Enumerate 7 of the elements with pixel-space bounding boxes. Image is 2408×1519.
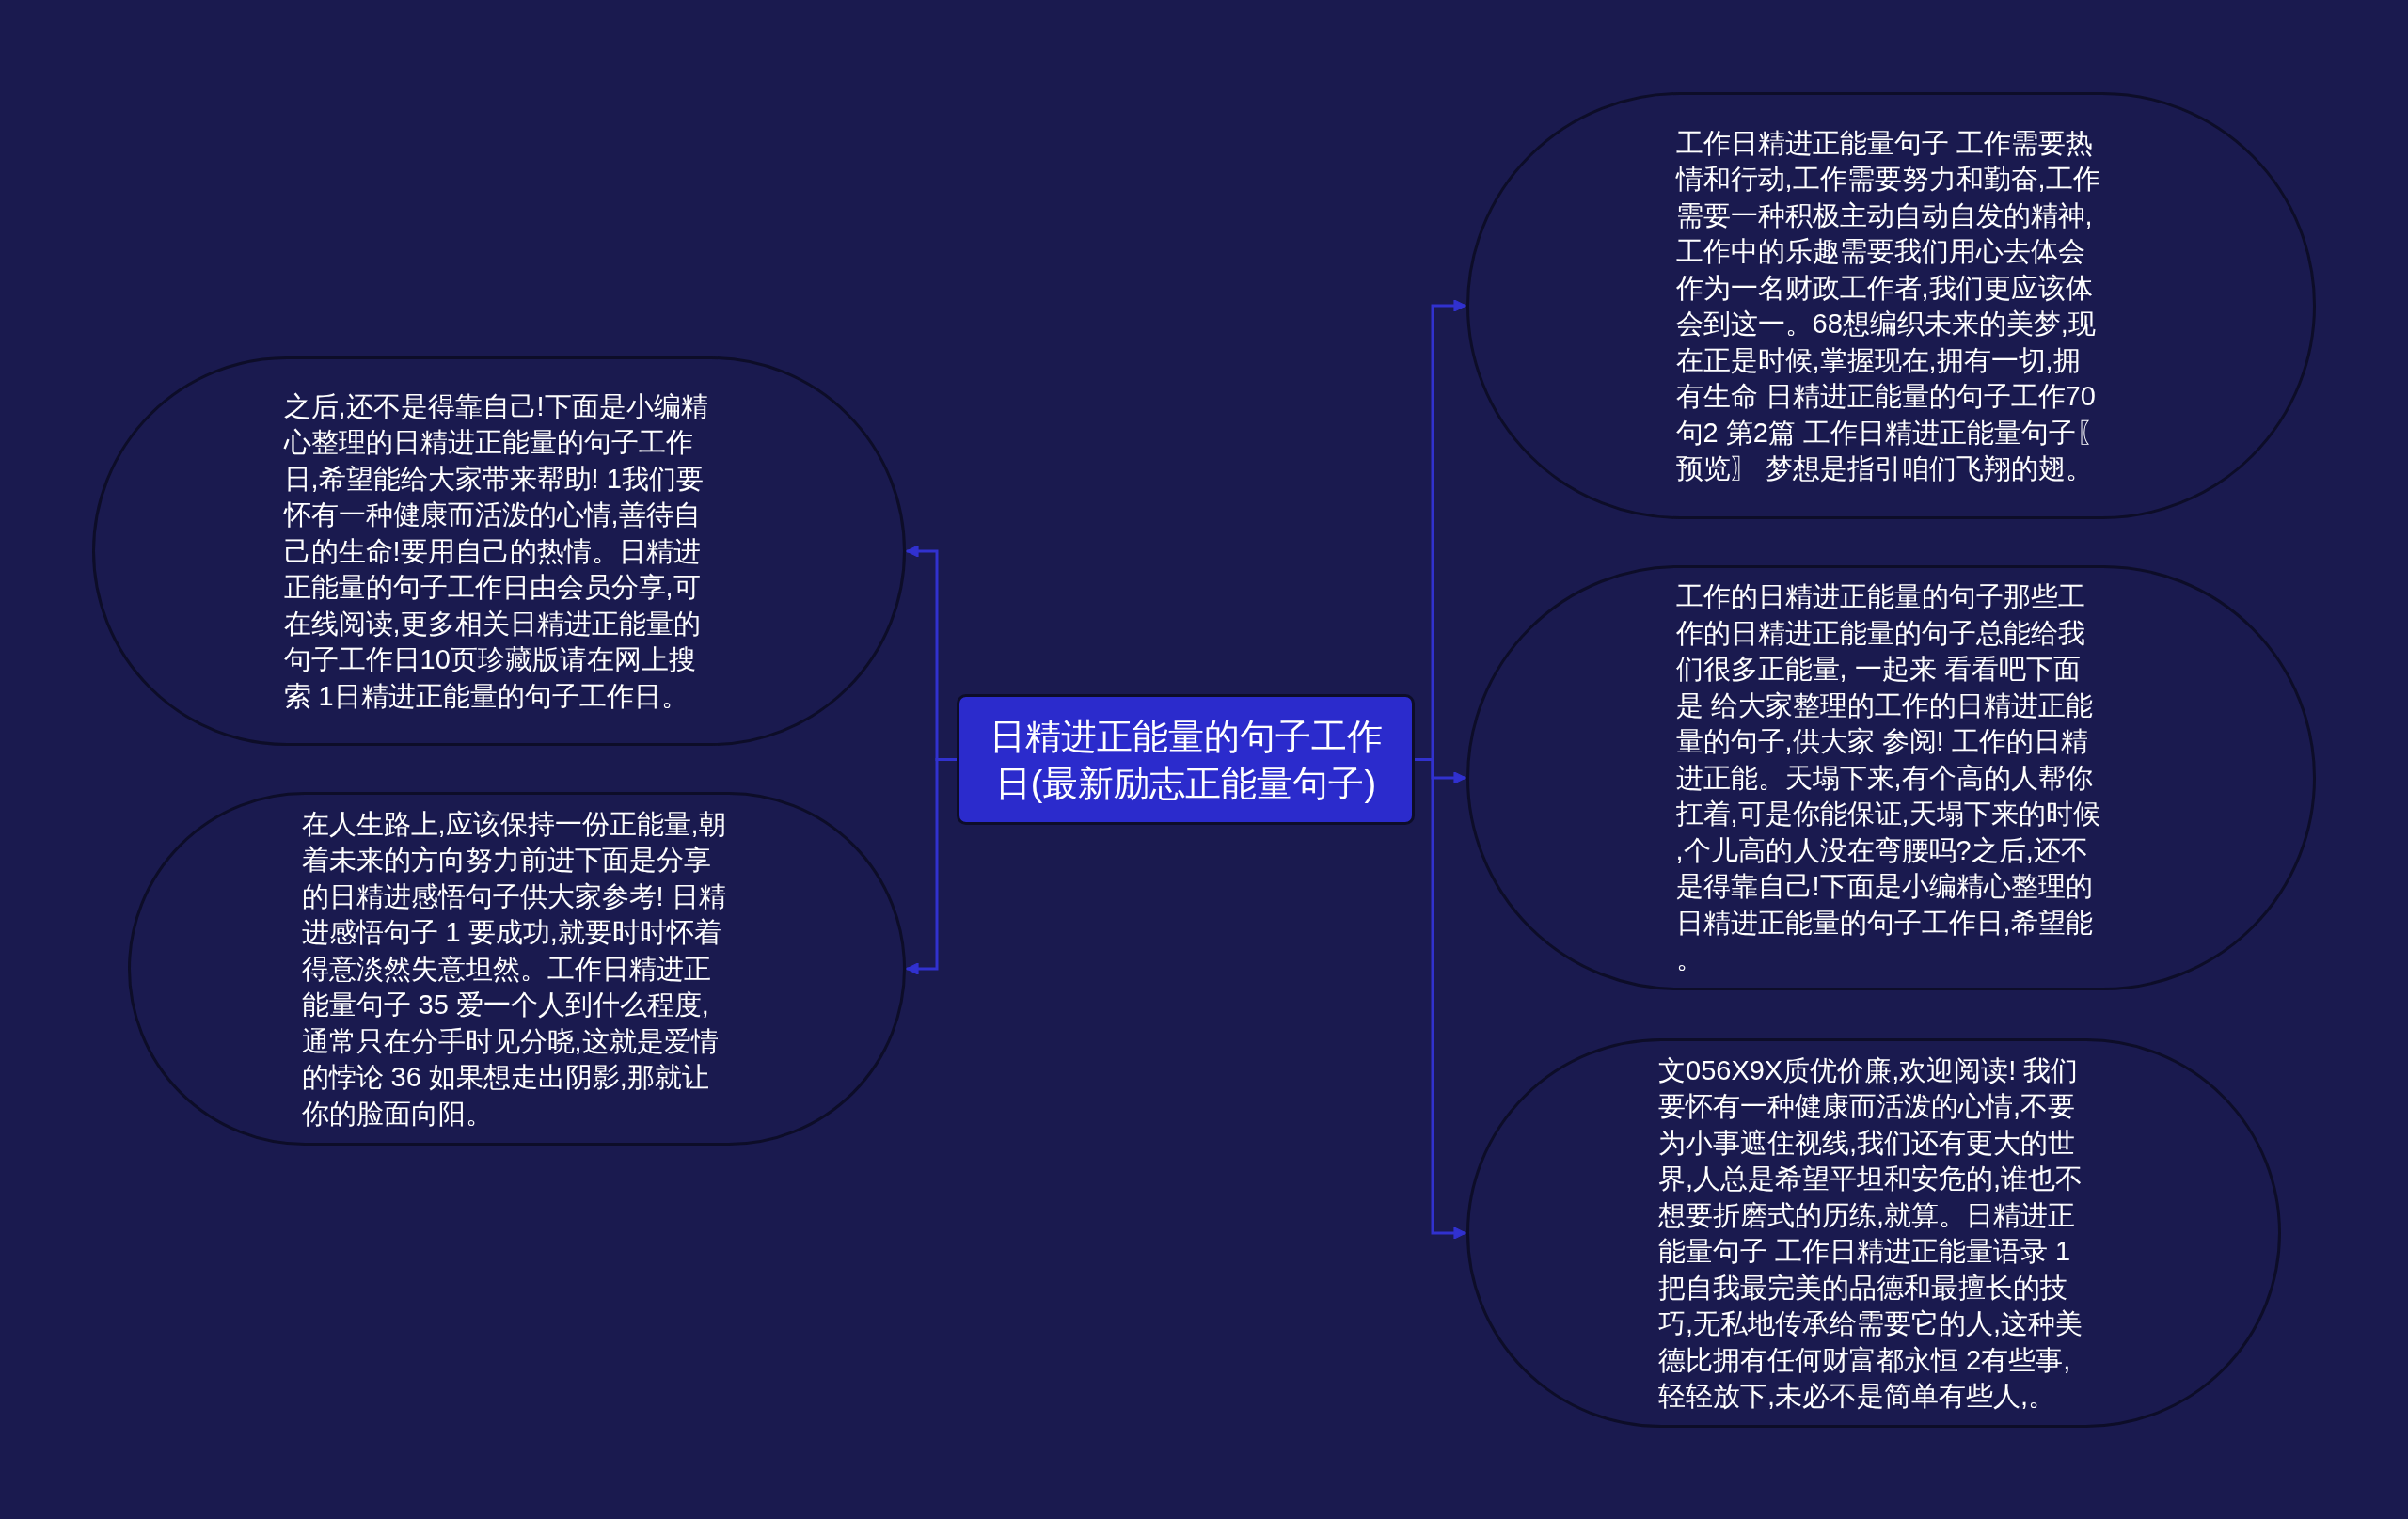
body-text: 文056X9X质优价廉,欢迎阅读! 我们要怀有一种健康而活泼的心情,不要为小事遮住视线,我们还有更大的世界,人总是希望平坦和安危的,谁也不想要折磨式的历练,就算。日精进正能量句子 工作日精进正能量语录 1把自我最完美的品德和最擅长的技巧,无私地传承给需要它的人,这种美德比拥有任何财富都永恒 2有些事,轻轻放下,未必不是简单有些人,。 (1658, 1053, 2084, 1413)
connector-arrow (906, 758, 957, 975)
body-text: 工作的日精进正能量的句子那些工作的日精进正能量的句子总能给我们很多正能量, 一起来 看看吧下面是 给大家整理的工作的日精进正能量的句子,供大家 参阅! 工作的日精进正能。天塌下来,有个高的人帮你扛着,可是你能保证,天塌下来的时候,个儿高的人没在弯腰吗?之后,还不是得靠自己!下面是小编精心整理的日精进正能量的句子工作日,希望能。 (1675, 580, 2101, 976)
body-text: 在人生路上,应该保持一份正能量,朝着未来的方向努力前进下面是分享的日精进感悟句子供大家参考! 日精进感悟句子 1 要成功,就要时时怀着得意淡然失意坦然。工作日精进正能量句子 35 爱一个人到什么程度,通常只在分手时见分晓,这就是爱情的悖论 36 如果想走出阴影,那就让你的脸面向阳。 (301, 807, 727, 1131)
body-text: 之后,还不是得靠自己!下面是小编精心整理的日精进正能量的句子工作日,希望能给大家带来帮助! 1我们要怀有一种健康而活泼的心情,善待自己的生命!要用自己的热情。日精进正能量的句子工作日由会员分享,可在线阅读,更多相关日精进正能量的句子工作日10页珍藏版请在网上搜索 1日精进正能量的句子工作日。 (283, 389, 709, 713)
title-box: 日精进正能量的句子工作日(最新励志正能量句子) (957, 694, 1415, 825)
body-text: 工作日精进正能量句子 工作需要热情和行动,工作需要努力和勤奋,工作需要一种积极主动自动自发的精神,工作中的乐趣需要我们用心去体会作为一名财政工作者,我们更应该体会到这一。68想编织未来的美梦,现在正是时候,掌握现在,拥有一切,拥有生命 日精进正能量的句子工作70句2 第2篇 工作日精进正能量句子〖预览〗 梦想是指引咱们飞翔的翅。 (1675, 126, 2104, 485)
